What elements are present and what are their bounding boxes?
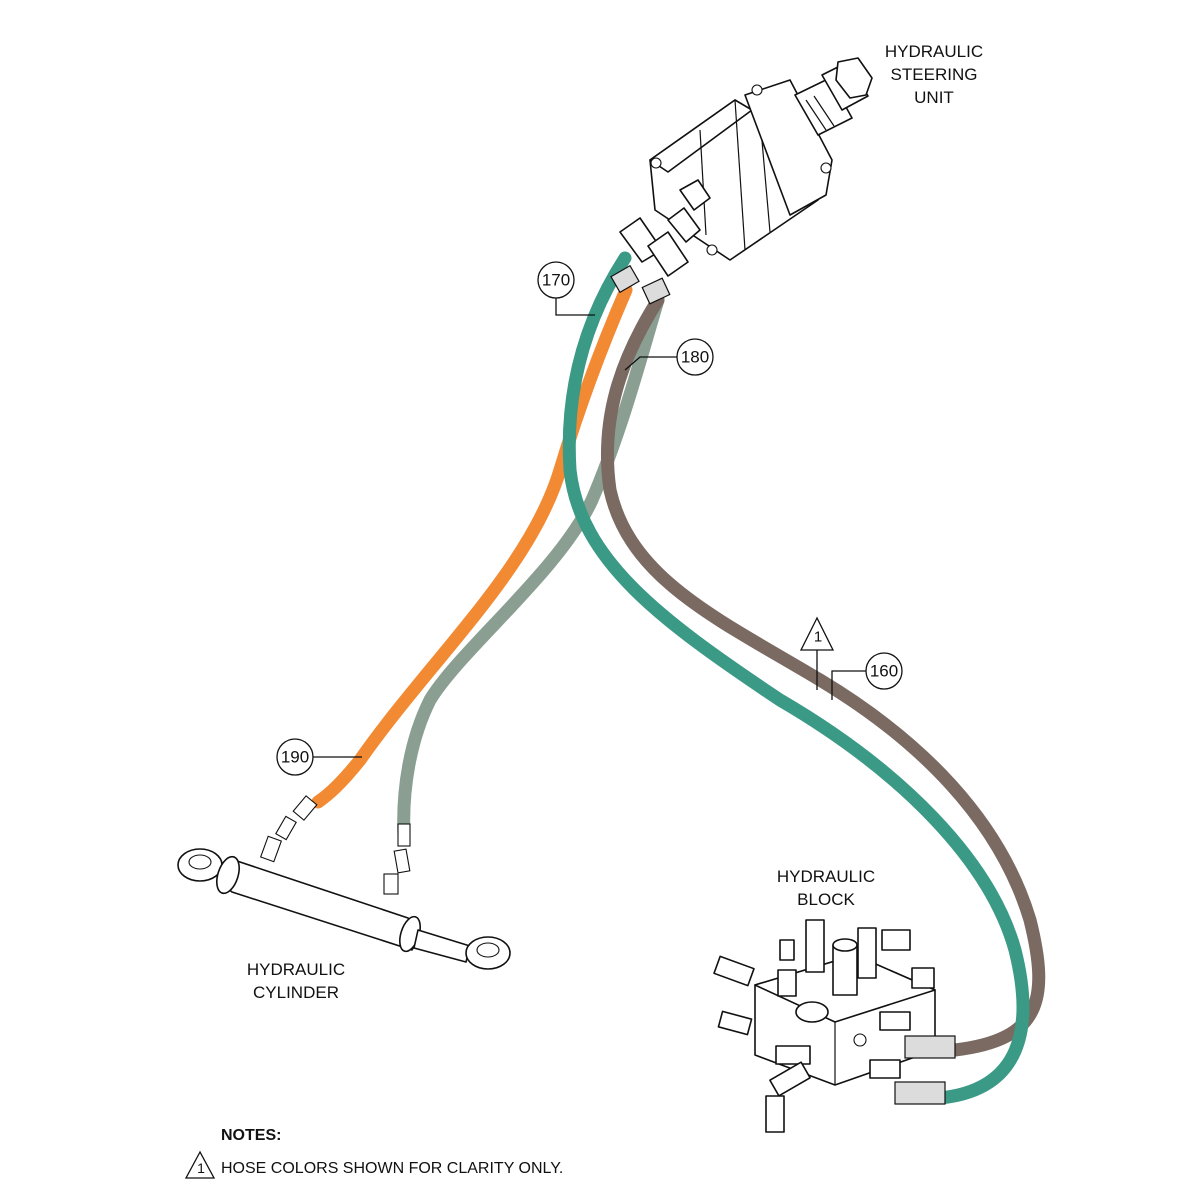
svg-text:170: 170 <box>542 271 570 290</box>
hydraulic-cylinder <box>177 795 511 970</box>
svg-text:STEERING: STEERING <box>891 65 978 84</box>
svg-text:1: 1 <box>814 629 822 646</box>
svg-text:BLOCK: BLOCK <box>797 890 855 909</box>
label-steering-unit: HYDRAULIC STEERING UNIT <box>885 42 983 107</box>
svg-text:180: 180 <box>681 348 709 367</box>
callout-160: 160 <box>865 652 903 690</box>
svg-text:HYDRAULIC: HYDRAULIC <box>247 960 345 979</box>
callout-170: 170 <box>537 261 575 299</box>
label-cylinder: HYDRAULIC CYLINDER <box>247 960 345 1002</box>
leader-180 <box>624 356 680 371</box>
note-ref-number: 1 <box>197 1160 205 1176</box>
hoses <box>311 251 1046 1105</box>
note-ref-triangle: 1 <box>799 616 835 651</box>
svg-text:HYDRAULIC: HYDRAULIC <box>777 867 875 886</box>
leader-160 <box>831 670 867 700</box>
svg-text:190: 190 <box>281 748 309 767</box>
hose-190 <box>311 283 633 809</box>
hose-170 <box>562 251 1030 1105</box>
svg-text:HYDRAULIC: HYDRAULIC <box>885 42 983 61</box>
leader-170 <box>555 295 595 316</box>
label-block: HYDRAULIC BLOCK <box>777 867 875 909</box>
callout-180: 180 <box>676 338 714 376</box>
svg-text:160: 160 <box>870 662 898 681</box>
hydraulic-block <box>713 919 956 1133</box>
note-text: HOSE COLORS SHOWN FOR CLARITY ONLY. <box>221 1160 563 1177</box>
hose-180 <box>397 293 665 842</box>
svg-text:UNIT: UNIT <box>914 88 954 107</box>
svg-text:CYLINDER: CYLINDER <box>253 983 339 1002</box>
notes: NOTES: 1 HOSE COLORS SHOWN FOR CLARITY O… <box>184 1127 563 1179</box>
callout-leaders <box>313 295 867 758</box>
note-triangle <box>184 1150 216 1179</box>
hydraulic-steering-unit <box>610 57 873 305</box>
hose-160 <box>601 293 1046 1057</box>
callout-190: 190 <box>276 738 314 776</box>
notes-title: NOTES: <box>221 1127 281 1144</box>
